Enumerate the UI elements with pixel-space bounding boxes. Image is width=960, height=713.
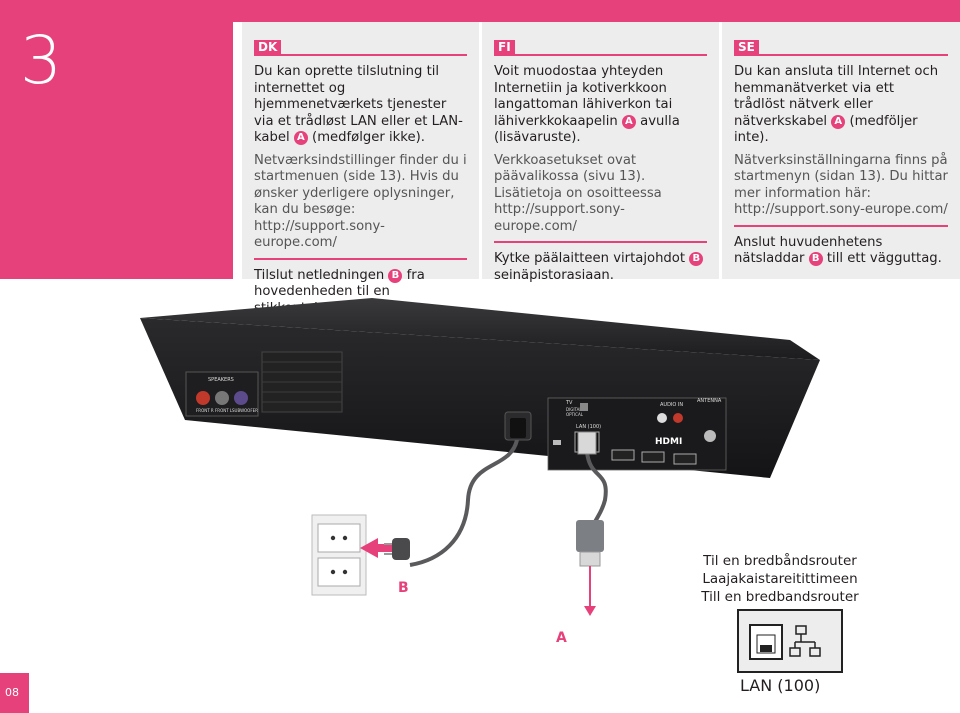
- label-a: A: [556, 630, 567, 646]
- marker-b: B: [388, 268, 403, 283]
- power-cable: [409, 439, 519, 567]
- text: Anslut huvudenhetens nätsladdar: [734, 234, 883, 267]
- text: (medföljer inte).: [734, 113, 918, 146]
- marker-a: A: [831, 114, 846, 129]
- label-digital-in: DIGITAL IN: [566, 407, 587, 412]
- marker-b: B: [689, 252, 704, 266]
- label-subwoofer: SUBWOOFER: [232, 408, 258, 413]
- label-audio-in: AUDIO IN: [660, 402, 683, 408]
- label-front-r: FRONT R: [196, 408, 214, 413]
- paragraph-network: Voit muodostaa yhteyden Internetiin ja k…: [494, 64, 707, 147]
- marker-b: B: [808, 252, 823, 266]
- paragraph-power: Kytke päälaitteen virtajohdot B seinäpis…: [494, 251, 707, 284]
- power-inlet: [504, 411, 532, 441]
- lang-tag-fi: FI: [494, 40, 515, 55]
- insert-arrow: [360, 538, 392, 558]
- device-top: [140, 298, 820, 360]
- label-lan-port: LAN (100): [576, 424, 601, 430]
- text: Kytke päälaitteen virtajohdot: [494, 251, 686, 266]
- lang-tag-dk: DK: [254, 40, 282, 55]
- fan-grille: [261, 351, 343, 413]
- label-tv: TV: [565, 400, 573, 406]
- lang-tag-se: SE: [734, 40, 759, 55]
- text: seinäpistorasiaan.: [494, 267, 614, 283]
- router-caption-se: Till en bredbandsrouter: [701, 589, 859, 605]
- text: Du kan oprette tilslutning til internett…: [254, 64, 463, 145]
- router-caption-dk: Til en bredbåndsrouter: [703, 553, 857, 569]
- lang-header: FI: [494, 36, 707, 56]
- wall-outlet: [311, 514, 367, 596]
- panel-dk: DK Du kan oprette tilslutning til intern…: [242, 22, 479, 316]
- lang-header: DK: [254, 36, 467, 56]
- paragraph-settings: Netværksindstillinger finder du i startm…: [254, 153, 467, 252]
- text: avulla (lisävaruste).: [494, 113, 680, 146]
- paragraph-power: Anslut huvudenhetens nätsladdar B till e…: [734, 235, 948, 268]
- lan-plug: [576, 520, 604, 616]
- text: till ett vägguttag.: [826, 251, 942, 266]
- label-antenna: ANTENNA: [697, 398, 722, 404]
- label-hdmi: HDMI: [655, 437, 682, 447]
- paragraph-network: Du kan ansluta till Internet och hemmanä…: [734, 64, 948, 147]
- step-number: 3: [20, 22, 62, 99]
- router-lan-port: [737, 609, 843, 673]
- lan-plug-device-end: [577, 431, 597, 455]
- paragraph-settings: Verkkoasetukset ovat päävalikossa (sivu …: [494, 153, 707, 236]
- router-caption-fi: Laajakaistareitittimeen: [702, 571, 858, 587]
- lang-header: SE: [734, 36, 948, 56]
- top-accent-bar: [233, 0, 960, 22]
- router-caption: Til en bredbåndsrouter Laajakaistareitit…: [690, 552, 870, 606]
- panel-fi: FI Voit muodostaa yhteyden Internetiin j…: [482, 22, 719, 283]
- label-optical: OPTICAL: [566, 412, 584, 417]
- network-icon: [789, 625, 821, 657]
- text: (medfølger ikke).: [312, 130, 425, 145]
- speaker-terminals: SPEAKERS FRONT R FRONT L SUBWOOFER: [185, 371, 259, 417]
- marker-a: A: [621, 114, 636, 129]
- text: Netværksindstillinger finder du i startm…: [254, 152, 467, 251]
- label-speakers: SPEAKERS: [208, 377, 234, 383]
- page-number: 08: [5, 686, 19, 699]
- paragraph-network: Du kan oprette tilslutning til internett…: [254, 64, 467, 147]
- divider: [734, 224, 948, 227]
- panel-se: SE Du kan ansluta till Internet och hemm…: [722, 22, 960, 279]
- power-plug: [384, 538, 410, 560]
- label-b: B: [398, 580, 409, 596]
- lan-label: LAN (100): [740, 676, 821, 695]
- connector-panel: TV DIGITAL IN OPTICAL LAN (100) AUDIO IN…: [547, 397, 727, 471]
- page-tab: [0, 673, 29, 713]
- step-box: 3: [0, 0, 233, 279]
- paragraph-settings: Nätverksinställningarna finns på startme…: [734, 153, 948, 219]
- divider: [494, 241, 707, 243]
- text: Du kan ansluta till Internet och hemmanä…: [734, 64, 939, 129]
- text: Tilslut netledningen: [254, 267, 385, 283]
- divider: [254, 257, 467, 260]
- text: Voit muodostaa yhteyden Internetiin ja k…: [494, 64, 673, 129]
- text: Verkkoasetukset ovat päävalikossa (sivu …: [494, 152, 662, 234]
- text: Nätverksinställningarna finns på startme…: [734, 152, 948, 218]
- label-front-l: FRONT L: [215, 408, 233, 413]
- marker-a: A: [293, 131, 308, 145]
